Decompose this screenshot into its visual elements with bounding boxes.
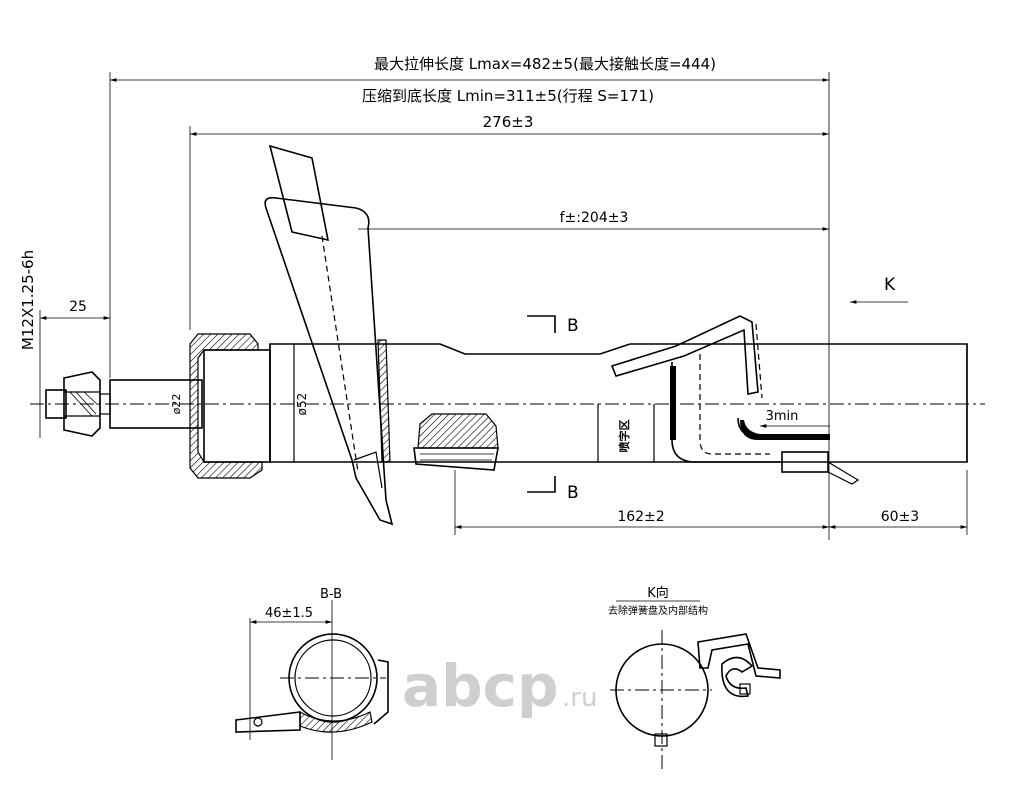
spring-seat [264, 144, 394, 526]
section-b-top-label: B [567, 316, 579, 336]
lower-bracket [610, 315, 860, 485]
k-direction-view [610, 600, 781, 770]
watermark-suffix: .ru [562, 683, 597, 713]
dim-52-text: ø52 [295, 393, 309, 416]
length-276-text: 276±3 [483, 113, 534, 131]
thread-spec-text: M12X1.25-6h [19, 250, 37, 350]
view-k-note: 去除弹簧盘及内部结构 [608, 604, 708, 617]
dimension-lines [39, 72, 968, 540]
f-204-text: f±:204±3 [560, 210, 629, 226]
top-nut [45, 371, 111, 437]
min-compression-text: 压缩到底长度 Lmin=311±5(行程 S=171) [362, 87, 654, 105]
dim-3min-text: 3min [766, 409, 799, 424]
dim-60-text: 60±3 [881, 509, 919, 525]
max-extension-text: 最大拉伸长度 Lmax=482±5(最大接触长度=444) [374, 55, 716, 73]
section-bb-view [235, 600, 389, 760]
dust-cap [189, 333, 263, 479]
upper-body [203, 343, 968, 463]
dim-162-text: 162±2 [617, 509, 664, 525]
section-b-bottom-label: B [567, 483, 579, 503]
watermark-logo: abcp .ru [402, 652, 597, 720]
dim-22-text: ø22 [170, 394, 183, 415]
view-k-title: K向 [647, 585, 669, 601]
dim-25-text: 25 [69, 299, 87, 315]
piston-rod [109, 379, 203, 429]
watermark-brand: abcp [402, 652, 559, 720]
dim-46-text: 46±1.5 [265, 606, 313, 621]
bump-bracket [413, 413, 499, 471]
section-bb-title: B-B [320, 587, 342, 602]
marking-zone-text: 喷字区 [617, 420, 631, 453]
view-k-label: K [884, 275, 896, 295]
marking-zone [597, 404, 655, 462]
